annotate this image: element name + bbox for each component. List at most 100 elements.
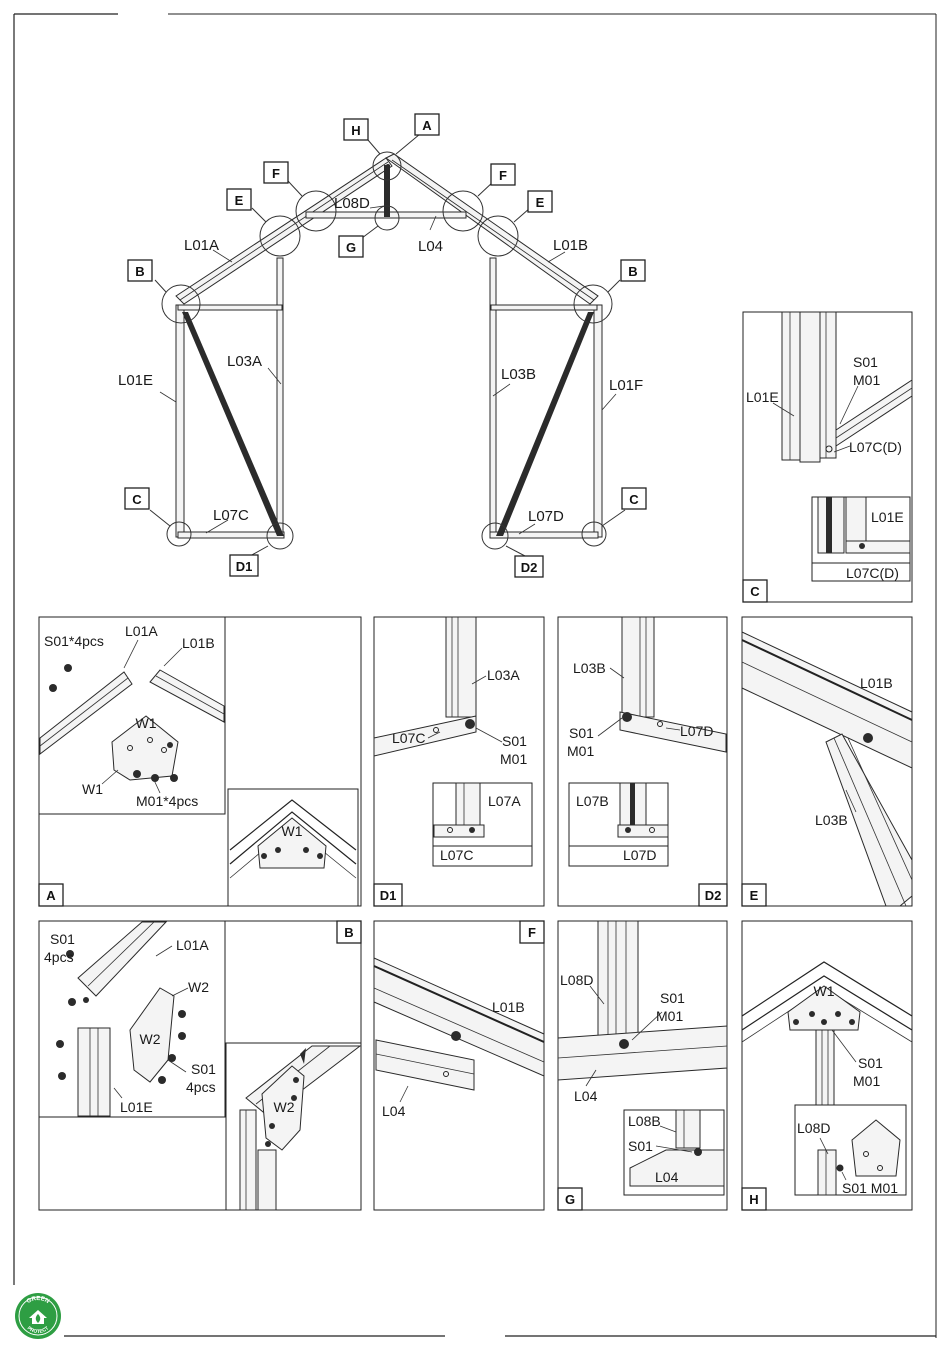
callout-tag-c-right: C — [621, 487, 647, 510]
label-l01f: L01F — [609, 377, 643, 394]
c-inset-label-l07c-d: L07C(D) — [846, 565, 899, 581]
d1-inset-label-l07a: L07A — [488, 793, 521, 809]
detail-f-panel: L01B L04 F — [373, 920, 545, 1211]
c-inset-label-l01e: L01E — [871, 509, 904, 525]
g-inset-label-l08b: L08B — [628, 1113, 661, 1129]
b-label-qty1: 4pcs — [44, 949, 74, 965]
d2-label-l03b: L03B — [573, 660, 606, 676]
b-plate-mark: W2 — [140, 1031, 161, 1047]
b-assembled-plate-mark: W2 — [274, 1099, 295, 1115]
h-inset-label-s01-m01: S01 M01 — [842, 1180, 898, 1196]
b-label-w2: W2 — [188, 979, 209, 995]
label-l08d: L08D — [334, 195, 370, 212]
d1-inset-label-l07c: L07C — [440, 847, 473, 863]
d2-label-s01: S01 — [569, 725, 594, 741]
f-label-l04: L04 — [382, 1103, 406, 1119]
a-assembled-plate-mark: W1 — [282, 823, 303, 839]
callout-tag-f-left: F — [263, 161, 289, 184]
a-label-l01a: L01A — [125, 623, 158, 639]
b-label-l01a: L01A — [176, 937, 209, 953]
g-label-l04: L04 — [574, 1088, 598, 1104]
a-label-m01-qty: M01*4pcs — [136, 793, 198, 809]
overview-frame-diagram: H A F F E E G B B C C D1 D2 L08D L01A L0… — [118, 113, 647, 578]
page-frame — [13, 13, 937, 1338]
d1-label-m01: M01 — [500, 751, 527, 767]
g-inset-label-l04: L04 — [655, 1169, 679, 1185]
detail-g-panel: L08D S01 M01 L04 L08B S01 L04 G — [557, 920, 728, 1211]
svg-text:C: C — [132, 492, 142, 507]
detail-b-panel: W2 S01 4pcs L01A W2 S01 4pcs L01E W2 — [38, 920, 362, 1211]
d2-inset-label-l07b: L07B — [576, 793, 609, 809]
logo-top-text: GREEN — [26, 1296, 50, 1305]
d2-label-m01: M01 — [567, 743, 594, 759]
detail-d1-panel: L03A L07C S01 M01 L07A L07C D1 — [373, 616, 545, 907]
b-label-qty2: 4pcs — [186, 1079, 216, 1095]
label-l03b: L03B — [501, 366, 536, 383]
label-l01b: L01B — [553, 237, 588, 254]
detail-circles — [161, 151, 613, 550]
svg-text:E: E — [235, 193, 244, 208]
c-label-l07c-d: L07C(D) — [849, 439, 902, 455]
a-tag: A — [46, 888, 56, 903]
e-label-l03b: L03B — [815, 812, 848, 828]
d2-tag: D2 — [705, 888, 722, 903]
callout-tag-e-left: E — [226, 188, 252, 211]
detail-h-panel: W1 S01 M01 L08D S01 M01 H — [741, 920, 913, 1211]
detail-e-panel: L01B L03B E — [741, 616, 913, 907]
svg-text:B: B — [628, 264, 637, 279]
b-tag: B — [344, 925, 353, 940]
h-inset-label-l08d: L08D — [797, 1120, 830, 1136]
g-label-s01: S01 — [660, 990, 685, 1006]
c-label-l01e: L01E — [746, 389, 779, 405]
c-label-s01: S01 — [853, 354, 878, 370]
b-label-s01b: S01 — [191, 1061, 216, 1077]
svg-text:PROTECT: PROTECT — [26, 1325, 50, 1335]
callout-tag-a: A — [414, 113, 440, 136]
label-l01e: L01E — [118, 372, 153, 389]
d1-tag: D1 — [380, 888, 397, 903]
a-label-l01b: L01B — [182, 635, 215, 651]
b-label-l01e: L01E — [120, 1099, 153, 1115]
b-assembled-view: W2 — [225, 1042, 362, 1211]
e-tag: E — [750, 888, 759, 903]
c-label-m01: M01 — [853, 372, 880, 388]
svg-text:F: F — [499, 168, 507, 183]
callout-tag-d2: D2 — [514, 555, 544, 578]
svg-text:F: F — [272, 166, 280, 181]
d1-label-l07c: L07C — [392, 730, 425, 746]
b-label-s01: S01 — [50, 931, 75, 947]
detail-d2-panel: L03B L07D S01 M01 L07B L07D D2 — [557, 616, 728, 907]
label-l07c: L07C — [213, 507, 249, 524]
callout-tag-f-right: F — [490, 163, 516, 186]
g-tag: G — [565, 1192, 575, 1207]
callout-tag-c-left: C — [124, 487, 150, 510]
svg-text:G: G — [346, 240, 356, 255]
g-inset-label-s01: S01 — [628, 1138, 653, 1154]
svg-text:C: C — [629, 492, 639, 507]
svg-text:D1: D1 — [236, 559, 253, 574]
callout-tag-b-left: B — [127, 259, 153, 282]
h-plate-mark: W1 — [814, 983, 835, 999]
label-l01a: L01A — [184, 237, 219, 254]
a-label-s01-qty: S01*4pcs — [44, 633, 104, 649]
green-protect-badge-icon: GREEN PROTECT — [15, 1293, 61, 1339]
svg-text:A: A — [422, 118, 432, 133]
f-tag: F — [528, 925, 536, 940]
callout-tag-b-right: B — [620, 259, 646, 282]
d1-label-s01: S01 — [502, 733, 527, 749]
svg-text:H: H — [351, 123, 360, 138]
h-inset: L08D S01 M01 — [794, 1104, 907, 1196]
left-frame — [175, 157, 393, 539]
label-l04: L04 — [418, 238, 443, 255]
callout-tag-h: H — [343, 118, 369, 141]
label-l07d: L07D — [528, 508, 564, 525]
a-plate-mark: W1 — [136, 715, 157, 731]
g-inset: L08B S01 L04 — [623, 1109, 725, 1196]
e-label-l01b: L01B — [860, 675, 893, 691]
g-label-l08d: L08D — [560, 972, 593, 988]
detail-a-panel: W1 S01*4pcs L01A L01B W1 M01*4pcs W1 — [38, 616, 362, 907]
logo-bottom-text: PROTECT — [26, 1325, 50, 1335]
a-label-w1: W1 — [82, 781, 103, 797]
callout-tag-d1: D1 — [229, 554, 259, 577]
a-assembled-view: W1 — [227, 788, 359, 907]
